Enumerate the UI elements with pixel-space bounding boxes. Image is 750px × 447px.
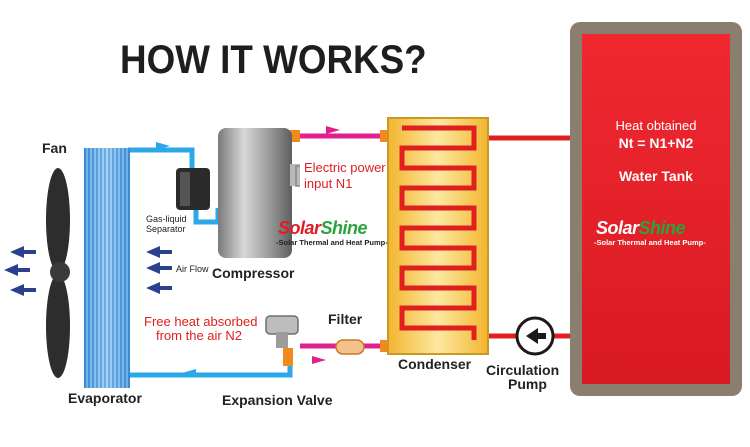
condenser-label: Condenser <box>398 356 472 372</box>
evaporator <box>84 148 130 388</box>
flow-arrows <box>312 126 340 364</box>
filter <box>335 339 365 355</box>
red-pipes <box>486 135 582 339</box>
circulation-pump <box>515 316 555 356</box>
evaporator-label: Evaporator <box>68 390 142 406</box>
pump-label: Pump <box>508 376 547 392</box>
free-heat-label: Free heat absorbed <box>144 314 258 329</box>
expansion-valve-label: Expansion Valve <box>222 392 333 408</box>
blue-flow-arrows <box>156 142 196 377</box>
compressor <box>218 128 300 258</box>
brand-logo-compressor: SolarShine <box>278 218 368 239</box>
gas-liquid-separator <box>176 168 210 210</box>
brand-part2: Shine <box>320 218 368 238</box>
from-air-label: from the air N2 <box>156 328 242 343</box>
air-flow-arrows <box>4 246 172 296</box>
circulation-label: Circulation <box>486 362 560 378</box>
filter-label: Filter <box>328 311 363 327</box>
brand-logo-tank: SolarShine <box>596 218 686 239</box>
brand-tagline-compressor: -Solar Thermal and Heat Pump- <box>276 238 388 247</box>
power-bracket <box>295 165 300 187</box>
nt-formula-label: Nt = N1+N2 <box>618 135 694 151</box>
compressor-label: Compressor <box>212 265 295 281</box>
heat-obtained-label: Heat obtained <box>615 118 697 133</box>
electric-power-label: Electric power <box>304 160 386 175</box>
page-title: HOW IT WORKS? <box>120 38 427 82</box>
brand-part1: Solar <box>278 218 321 238</box>
water-tank <box>570 22 742 396</box>
fan-label: Fan <box>42 140 67 156</box>
separator-label: Gas-liquid Separator <box>146 214 187 234</box>
condenser <box>387 117 489 355</box>
input-n1-label: input N1 <box>304 176 353 191</box>
brand-part1-tank: Solar <box>596 218 639 238</box>
air-flow-label: Air Flow <box>176 264 209 274</box>
fan-blades <box>46 168 70 378</box>
expansion-valve <box>265 315 299 348</box>
water-tank-label: Water Tank <box>619 168 693 184</box>
brand-part2-tank: Shine <box>638 218 686 238</box>
brand-tagline-tank: -Solar Thermal and Heat Pump- <box>594 238 706 247</box>
